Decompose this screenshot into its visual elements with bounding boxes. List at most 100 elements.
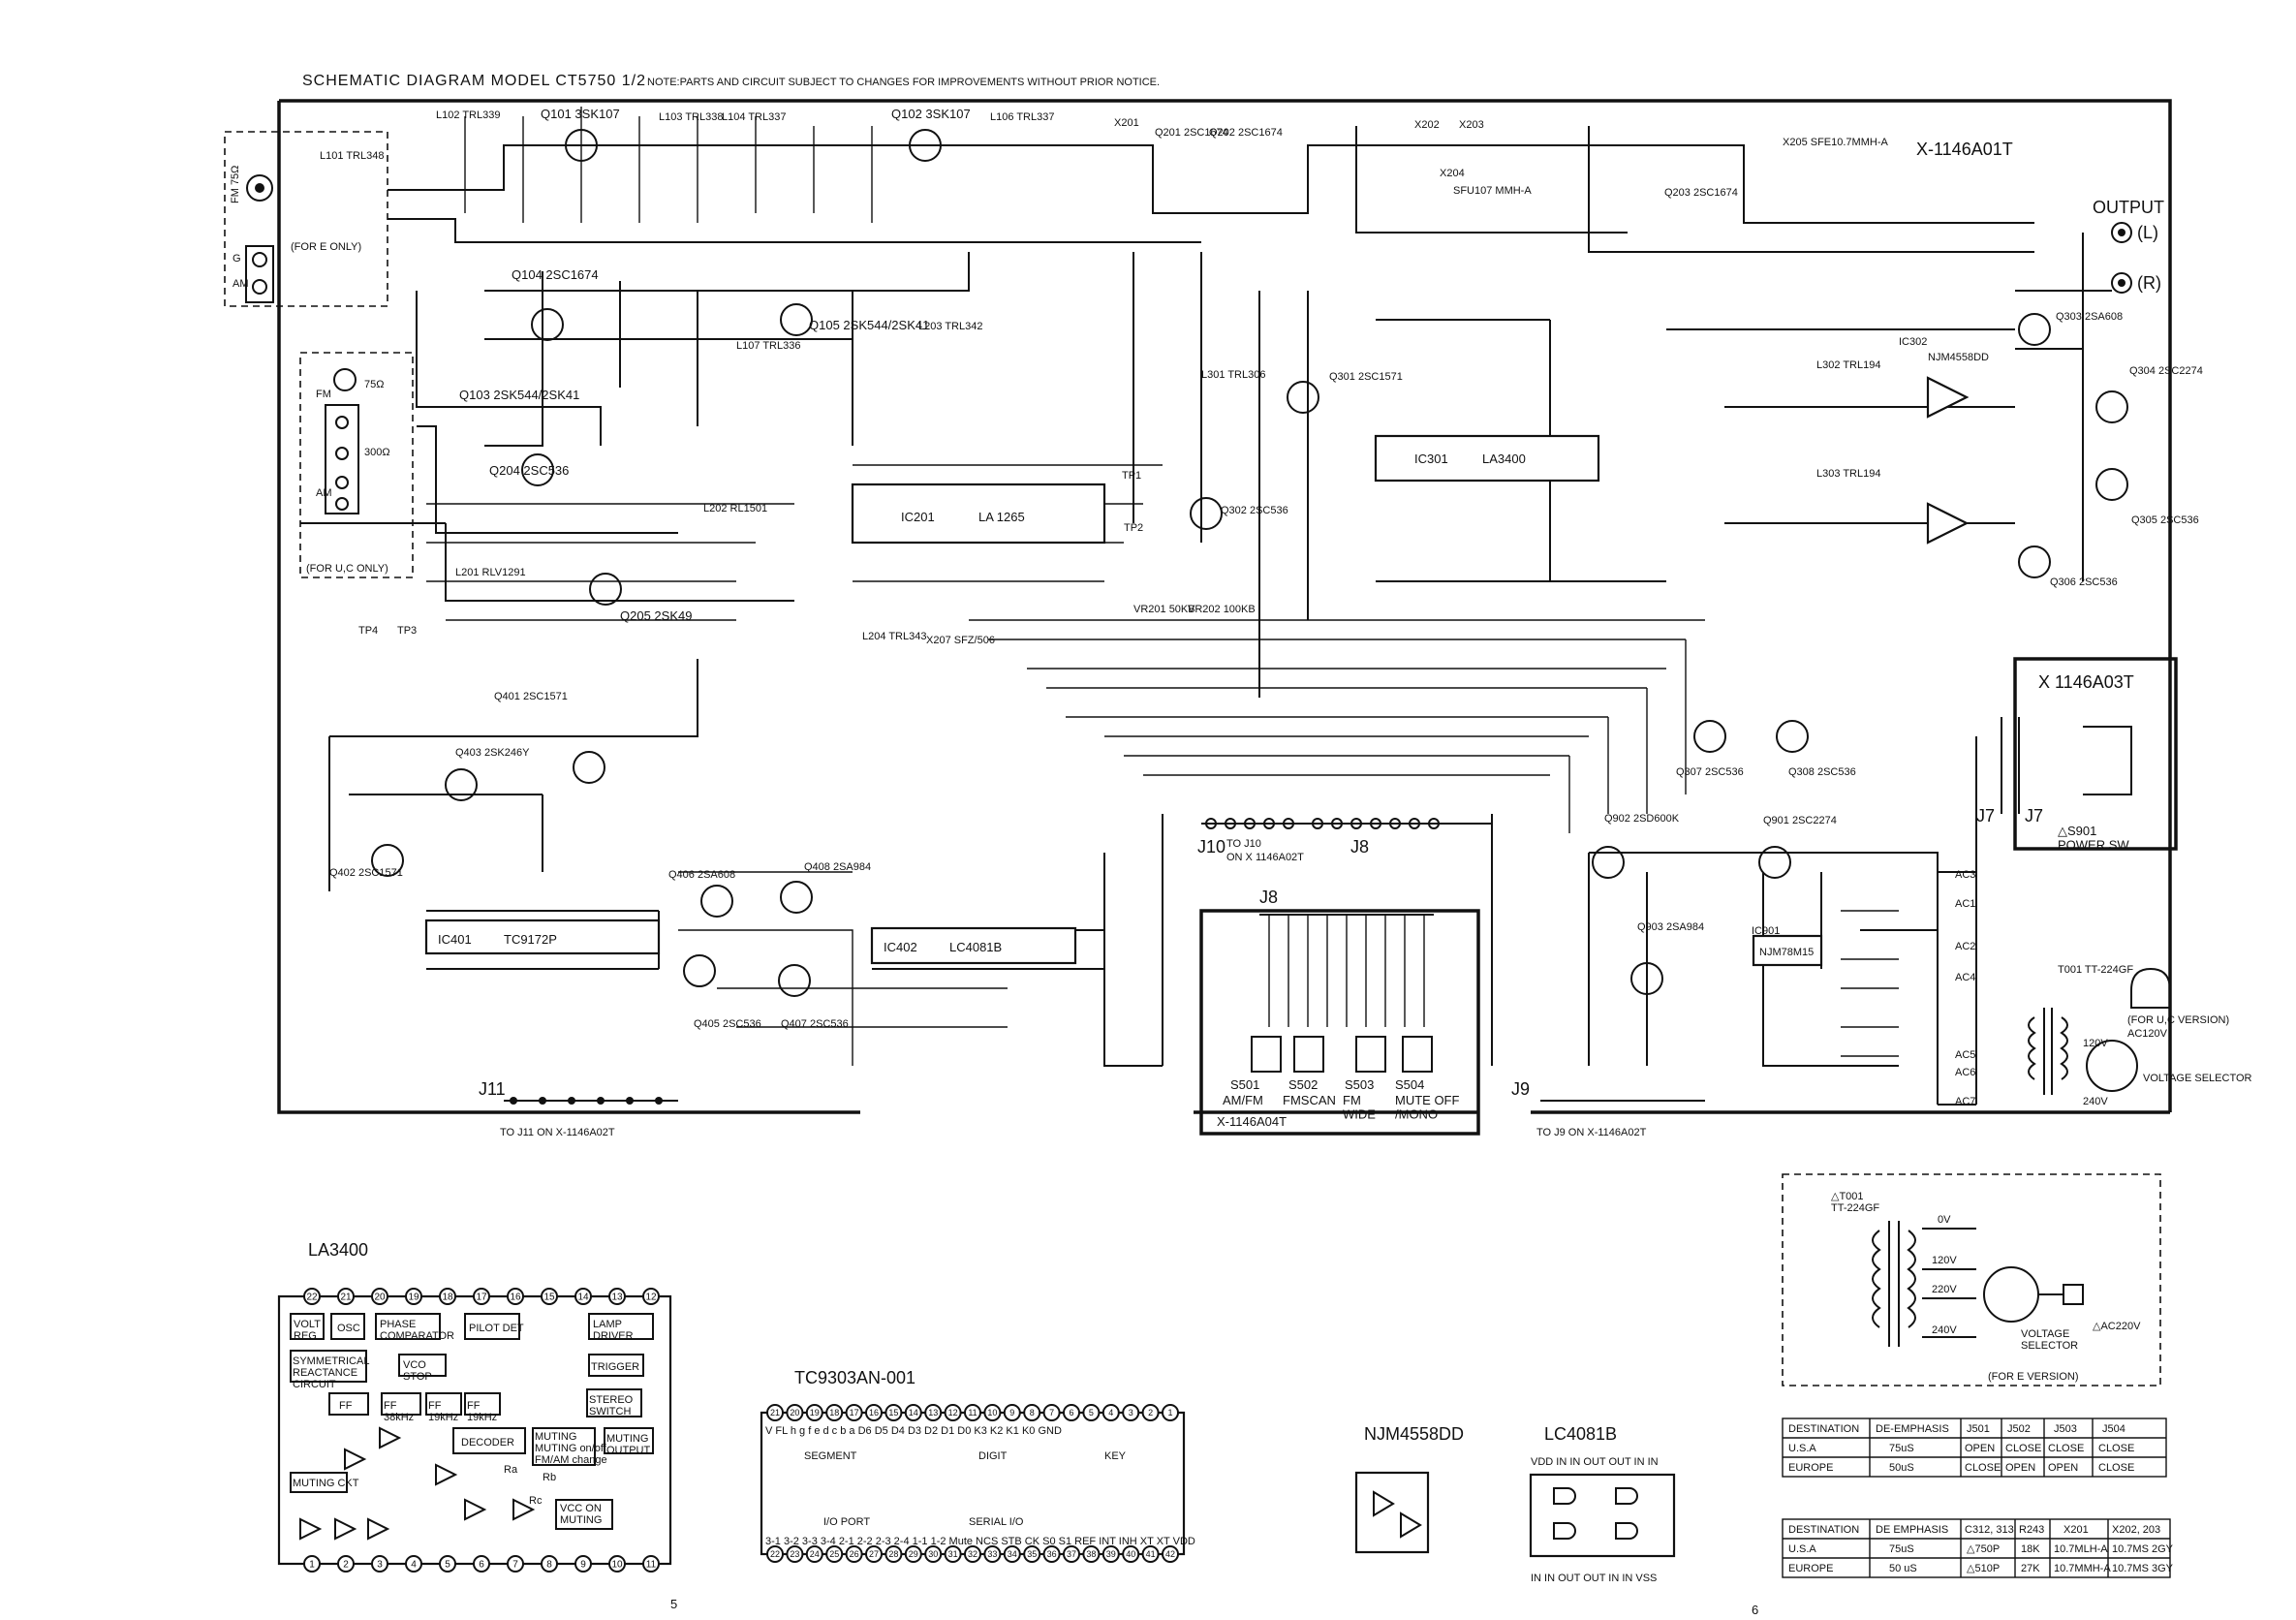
tc9303-top-pin-circle (1023, 1404, 1041, 1421)
am-ground-label: G (233, 253, 241, 265)
q204-label: Q204 2SC536 (489, 463, 569, 478)
tc9303-bottom-pin-number: 33 (987, 1549, 997, 1559)
la3400-bottom-pin-circle (405, 1555, 422, 1573)
la3400-top-pin-circle (642, 1288, 660, 1305)
tc9303-top-pin-number: 21 (770, 1408, 780, 1418)
inset-tap-240v: 240V (1932, 1324, 1957, 1336)
la3400-top-pin-number: 16 (510, 1293, 521, 1303)
tc9303-bottom-pin-circle (805, 1545, 823, 1563)
t2-r1c1: 50 uS (1889, 1563, 1917, 1574)
j11-to-label: TO J11 ON X-1146A02T (500, 1127, 615, 1138)
t1-r1c4: OPEN (2048, 1462, 2078, 1474)
la3400-top-pin-number: 15 (543, 1293, 555, 1303)
tc9303-bottom-pin-circle (964, 1545, 981, 1563)
la3400-top-pin-number: 17 (476, 1293, 487, 1303)
tc9303-bottom-pin-number: 34 (1008, 1549, 1017, 1559)
la-trigger: TRIGGER (591, 1361, 639, 1373)
q102-label: Q102 3SK107 (891, 107, 971, 121)
q305-label: Q305 2SC536 (2131, 514, 2199, 526)
tc9303-bottom-pin-number: 24 (810, 1549, 820, 1559)
uc-fm-label: FM (316, 389, 331, 400)
t1-h3: J502 (2007, 1423, 2031, 1435)
tc9303-bottom-pin-number: 27 (869, 1549, 879, 1559)
tc9303-bottom-pin-number: 38 (1086, 1549, 1096, 1559)
tc9303-top-pin-circle (845, 1404, 863, 1421)
la3400-bottom-pin-number: 2 (343, 1560, 349, 1571)
j8-switch-label: J8 (1259, 888, 1278, 907)
la-ff-1: FF (339, 1400, 353, 1412)
tc9303-body (760, 1411, 1186, 1556)
am-antenna-terminal (245, 245, 274, 303)
q405-label: Q405 2SC536 (694, 1018, 761, 1030)
x201-label: X201 (1114, 117, 1139, 129)
tc9303-top-pin-number: 13 (928, 1408, 938, 1418)
ac4-label: AC4 (1955, 972, 1975, 983)
tc9303-top-pin-number: 8 (1030, 1408, 1035, 1418)
t2-r1c3: 27K (2021, 1563, 2040, 1574)
t1-r0c1: 75uS (1889, 1443, 1914, 1454)
tc-group-key: KEY (1104, 1450, 1127, 1462)
tp4-label: TP4 (358, 625, 378, 637)
ac5-label: AC5 (1955, 1049, 1975, 1061)
tc9303-top-pin-circle (1082, 1404, 1101, 1421)
ic901-body (1752, 934, 1823, 967)
tc9303-bottom-pin-circle (766, 1545, 784, 1563)
t1-r0c4: CLOSE (2048, 1443, 2084, 1454)
ic201-part: LA 1265 (978, 510, 1025, 524)
audio-transistors (1190, 313, 2128, 753)
main-board-frame (277, 99, 2172, 1114)
t1-r0c0: U.S.A (1788, 1443, 1816, 1454)
la3400-top-pin-number: 18 (442, 1293, 453, 1303)
la3400-bottom-pin-circle (303, 1555, 321, 1573)
lc4081-title: LC4081B (1544, 1424, 1617, 1444)
t2-r1c0: EUROPE (1788, 1563, 1833, 1574)
la3400-bottom-pin-circle (574, 1555, 592, 1573)
j10-j8-header (1201, 818, 1492, 829)
q401-label: Q401 2SC1571 (494, 691, 568, 702)
ic302-opamps (1926, 376, 1970, 545)
la3400-top-pin-number: 19 (408, 1293, 419, 1303)
tc9303-top-pin-circle (1141, 1404, 1160, 1421)
tc9303-top-pin-circle (1162, 1404, 1179, 1421)
pll-transistors (371, 751, 813, 997)
tc9303-bottom-pin-circle (983, 1545, 1002, 1563)
tc9303-bottom-pin-circle (845, 1545, 863, 1563)
ic401-part: TC9172P (504, 932, 557, 947)
tc9303-top-pin-number: 19 (810, 1408, 820, 1418)
la3400-top-pin-number: 14 (577, 1293, 589, 1303)
tc9303-bottom-pin-number: 40 (1126, 1549, 1135, 1559)
tc9303-bottom-pin-circle (944, 1545, 962, 1563)
la3400-top-pin-number: 20 (374, 1293, 386, 1303)
tc9303-bottom-pin-number: 35 (1027, 1549, 1037, 1559)
t2-r0c0: U.S.A (1788, 1543, 1816, 1555)
tc-group-digit: DIGIT (978, 1450, 1008, 1462)
tap-240v-label: 240V (2083, 1096, 2108, 1107)
j8-main-label: J8 (1350, 837, 1369, 857)
x203-label: X203 (1459, 119, 1484, 131)
switch-board-label: X-1146A04T (1217, 1114, 1287, 1129)
la3400-bottom-pin-circle (473, 1555, 490, 1573)
tc9303-top-pin-number: 11 (968, 1408, 977, 1418)
t2-r1c5: 10.7MS 3GY (2112, 1563, 2174, 1574)
ic401-ref: IC401 (438, 932, 472, 947)
tc9303-bottom-pin-circle (1122, 1545, 1140, 1563)
l301-label: L301 TRL306 (1201, 369, 1265, 381)
q304-label: Q304 2SC2274 (2129, 365, 2203, 377)
destination-parts-table: DESTINATION DE EMPHASIS C312, 313 R243 X… (1782, 1518, 2174, 1578)
tp2-label: TP2 (1124, 522, 1143, 534)
x207-label: X207 SFZ/506 (926, 635, 995, 646)
q202-label: Q202 2SC1674 (1209, 127, 1283, 139)
tc9303-top-pin-circle (944, 1404, 962, 1421)
q303-label: Q303 2SA608 (2056, 311, 2123, 323)
la-muting-ckt: MUTING CKT (293, 1478, 359, 1489)
la3400-bottom-pin-number: 11 (646, 1560, 657, 1571)
ac1-label: AC1 (1955, 898, 1975, 910)
j10-label: J10 (1197, 837, 1226, 857)
s502-fn: FMSCAN (1283, 1093, 1336, 1107)
output-right-label: (R) (2137, 273, 2161, 293)
q902-label: Q902 2SD600K (1604, 813, 1680, 825)
fm-antenna-label: FM 75Ω (230, 166, 241, 203)
